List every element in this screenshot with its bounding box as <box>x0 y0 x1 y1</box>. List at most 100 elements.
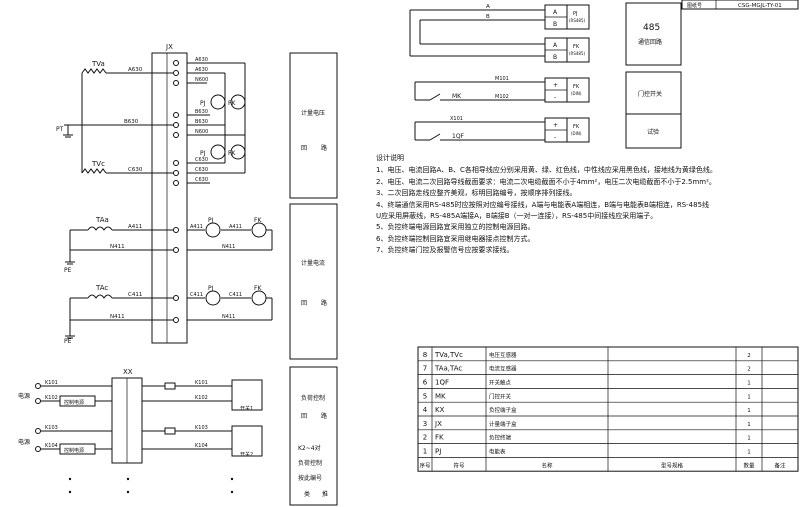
wire-cr6: N411 <box>222 314 235 320</box>
trial-minus: - <box>554 134 556 141</box>
parts-table-cell: PJ <box>435 448 441 456</box>
tac-label: TAc <box>95 284 108 292</box>
parts-table-cell: 5 <box>423 392 427 400</box>
wire-b630-left: B630 <box>124 119 139 125</box>
parts-table-cell: 4 <box>423 406 428 414</box>
ctrl-power-1: 控制电源 <box>64 399 84 406</box>
parts-table-cell: 8 <box>423 351 427 359</box>
parts-table-cell: 2 <box>747 353 751 359</box>
terminal-strip-xx-label: XX <box>123 368 133 376</box>
sec-load-1: 负荷控制 <box>301 394 325 402</box>
parts-table-cell: 2 <box>423 434 427 442</box>
wire-k103-r: K103 <box>195 425 208 431</box>
parts-table-cell: FK <box>435 434 444 442</box>
wire-k103: K103 <box>45 425 58 431</box>
term-b1: B <box>553 21 557 28</box>
parts-table-cell: TVa,TVc <box>434 351 463 359</box>
wire-r4: B630 <box>195 109 208 115</box>
wire-n411-a: N411 <box>110 244 125 250</box>
ctrl-power-2: 控制电源 <box>64 447 84 454</box>
meter-pj-3: PJ <box>208 217 214 224</box>
term-b2: B <box>553 54 557 61</box>
note-1: 1、电压、电流回路A、B、C各相导线应分别采用黄、绿、红色线，中性线应采用黑色线… <box>376 166 717 175</box>
wire-r2: A630 <box>195 67 208 73</box>
parts-table-cell: 1 <box>747 436 751 442</box>
drawing-number: CSG-MGJL-TY-01 <box>738 3 782 9</box>
meter-fk-4: FK <box>254 285 262 292</box>
wire-cr2: A411 <box>229 224 242 230</box>
sec-load-5: 负荷控制 <box>298 459 322 467</box>
wire-r3: N600 <box>195 77 208 83</box>
sec-voltage-2: 回 <box>301 145 307 152</box>
taa-label: TAa <box>95 216 109 224</box>
sec-voltage-3: 路 <box>321 144 327 152</box>
sec-current-3: 路 <box>321 299 327 307</box>
section-boxes: 计量电压 回 路 计量电流 回 路 负荷控制 回 路 K2~4对 负荷控制 按此… <box>289 52 338 506</box>
actuator-2: 开关2 <box>240 451 253 458</box>
door-minus: - <box>554 94 556 101</box>
sec-load-4: K2~4对 <box>298 444 321 452</box>
comm-485: 485 <box>643 23 660 33</box>
voltage-terminals <box>173 60 179 186</box>
door-plus: + <box>553 82 558 89</box>
current-circuit: TAa A411 N411 PE TAc C411 N411 PE PJ FK <box>64 216 273 345</box>
wire-a: A <box>486 4 490 10</box>
trial-dev: FK <box>573 124 580 130</box>
term-a2: A <box>553 42 558 49</box>
parts-table-cell: KX <box>435 406 445 414</box>
wire-cr5: C411 <box>229 292 242 298</box>
parts-table-cell: MK <box>435 392 446 400</box>
trial-dev-sub: (DIN) <box>571 131 582 136</box>
note-5: U应采用屏蔽线，RS-485A端接A，B端接B（一对一连接），RS-485中间接… <box>376 212 658 221</box>
parts-table-cell: 7 <box>423 365 427 373</box>
parts-table-cell: 负控端子盒 <box>489 406 517 414</box>
parts-table-cell: 3 <box>423 420 427 428</box>
parts-table-header: 序号 <box>419 461 431 469</box>
parts-table-cell: 计量端子盒 <box>489 420 517 428</box>
terminal-strip-jx: JX <box>151 43 188 344</box>
door-dev-sub: (DIN) <box>571 91 582 96</box>
voltage-circuit: TVa A630 TVc C630 B630 PT <box>56 57 246 186</box>
sec-current-1: 计量电流 <box>301 259 325 267</box>
wire-k104: K104 <box>45 443 58 449</box>
wire-b: B <box>486 14 490 20</box>
sec-current-2: 回 <box>301 300 307 307</box>
wire-k102: K102 <box>45 395 58 401</box>
wire-k102-r: K102 <box>195 395 208 401</box>
notes-title: 设计说明 <box>376 154 404 162</box>
door-dev: FK <box>573 84 580 90</box>
parts-table-cell: 1 <box>747 381 751 387</box>
wire-k101-r: K101 <box>195 380 208 386</box>
trial-plus: + <box>553 122 558 129</box>
title-block-label: 图纸号 <box>687 2 702 9</box>
wire-r8: C630 <box>195 167 208 173</box>
sec-load-3: 路 <box>321 412 327 420</box>
wire-m101: M101 <box>495 76 509 82</box>
sec-load-7: 类 <box>304 490 310 498</box>
parts-table-header: 符号 <box>453 461 465 469</box>
supply-label-2: 电源 <box>18 438 30 446</box>
pt-label: PT <box>56 126 64 133</box>
wire-a630-left: A630 <box>128 67 143 73</box>
wire-c411: C411 <box>128 292 142 298</box>
parts-table-header: 型号规格 <box>661 461 684 469</box>
sec-load-2: 回 <box>301 413 307 420</box>
parts-table-cell: 负控终端 <box>489 434 512 442</box>
meter-pj-1: PJ <box>200 100 206 107</box>
note-7: 6、负控终端控制回路宜采用继电器接点控制方式。 <box>376 234 535 243</box>
parts-table-cell: 6 <box>423 379 428 387</box>
sec-load-6: 按此编号 <box>298 474 322 482</box>
wire-r6: N600 <box>195 129 208 135</box>
comm-485-label: 通信回路 <box>638 38 662 46</box>
wire-k101: K101 <box>45 380 58 386</box>
note-4: 4、终端通信采用RS-485时应按照对应编号接线，A端与电能表A端相连，B端与电… <box>376 200 710 209</box>
note-3: 3、二次回路走线应整齐美观，标明回路编号，按顺序排列接线。 <box>376 189 577 198</box>
wire-cr3: N411 <box>222 244 235 250</box>
trial-label: 试验 <box>647 128 659 136</box>
actuator-1: 开关1 <box>240 405 253 412</box>
parts-table-header: 数量 <box>743 461 755 469</box>
meter-fk-2: FK <box>228 150 236 157</box>
parts-table-cell: 1 <box>747 422 751 428</box>
dev-pj-sub: (RS485) <box>569 18 586 23</box>
